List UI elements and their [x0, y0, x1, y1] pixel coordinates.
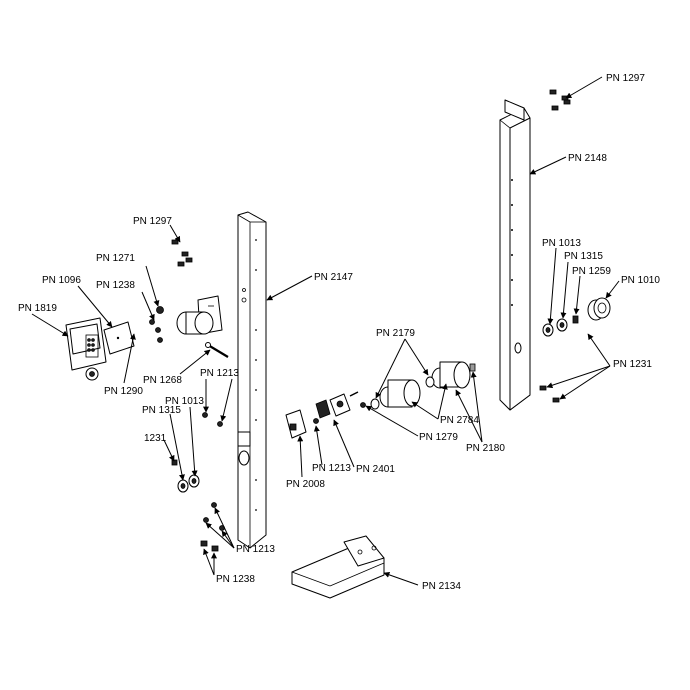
- label-pn2784: PN 2784: [440, 415, 479, 426]
- label-pn1096: PN 1096: [42, 275, 81, 286]
- label-pn1231-left: 1231: [144, 433, 167, 444]
- foot-bracket-part: [291, 535, 385, 599]
- knob-part: [587, 297, 611, 321]
- label-pn1268: PN 1268: [143, 375, 182, 386]
- part-labels: PN 1297 PN 2148 PN 2147 PN 1297 PN 1271 …: [18, 73, 660, 592]
- label-pn2148: PN 2148: [568, 153, 607, 164]
- label-pn1238-top: PN 1238: [96, 280, 135, 291]
- label-pn1315-left: PN 1315: [142, 405, 181, 416]
- label-pn1279: PN 1279: [419, 432, 458, 443]
- label-pn1213-b: PN 1213: [312, 463, 351, 474]
- label-pn1013-left: PN 1013: [165, 396, 204, 407]
- label-pn1010: PN 1010: [621, 275, 660, 286]
- label-pn2179: PN 2179: [376, 328, 415, 339]
- label-pn2401: PN 2401: [356, 464, 395, 475]
- label-pn1290: PN 1290: [104, 386, 143, 397]
- right-upright-part: [499, 99, 531, 411]
- label-pn1259: PN 1259: [572, 266, 611, 277]
- console-part: [65, 317, 107, 381]
- left-upright-part: [237, 211, 267, 549]
- label-pn2147: PN 2147: [314, 272, 353, 283]
- pulley-assembly-part: [370, 361, 471, 410]
- label-pn2008: PN 2008: [286, 479, 325, 490]
- label-pn2180: PN 2180: [466, 443, 505, 454]
- label-pn1013-right: PN 1013: [542, 238, 581, 249]
- clamp-2008-part: [285, 409, 307, 439]
- label-pn1213-a: PN 1213: [200, 368, 239, 379]
- mount-bracket-part: [176, 295, 223, 335]
- label-pn1271: PN 1271: [96, 253, 135, 264]
- label-pn1297-top: PN 1297: [606, 73, 645, 84]
- label-pn1315-right: PN 1315: [564, 251, 603, 262]
- bolt-1268-part: [205, 342, 229, 358]
- label-pn2134: PN 2134: [422, 581, 461, 592]
- label-pn1238-bottom: PN 1238: [216, 574, 255, 585]
- plate-part: [103, 321, 135, 355]
- leader-lines: [31, 76, 620, 586]
- label-pn1213-c: PN 1213: [236, 544, 275, 555]
- label-pn1297-left: PN 1297: [133, 216, 172, 227]
- clamp-2401-part: [315, 393, 351, 419]
- label-pn1231-right: PN 1231: [613, 359, 652, 370]
- hardware-screws: [149, 89, 579, 552]
- label-pn1819: PN 1819: [18, 303, 57, 314]
